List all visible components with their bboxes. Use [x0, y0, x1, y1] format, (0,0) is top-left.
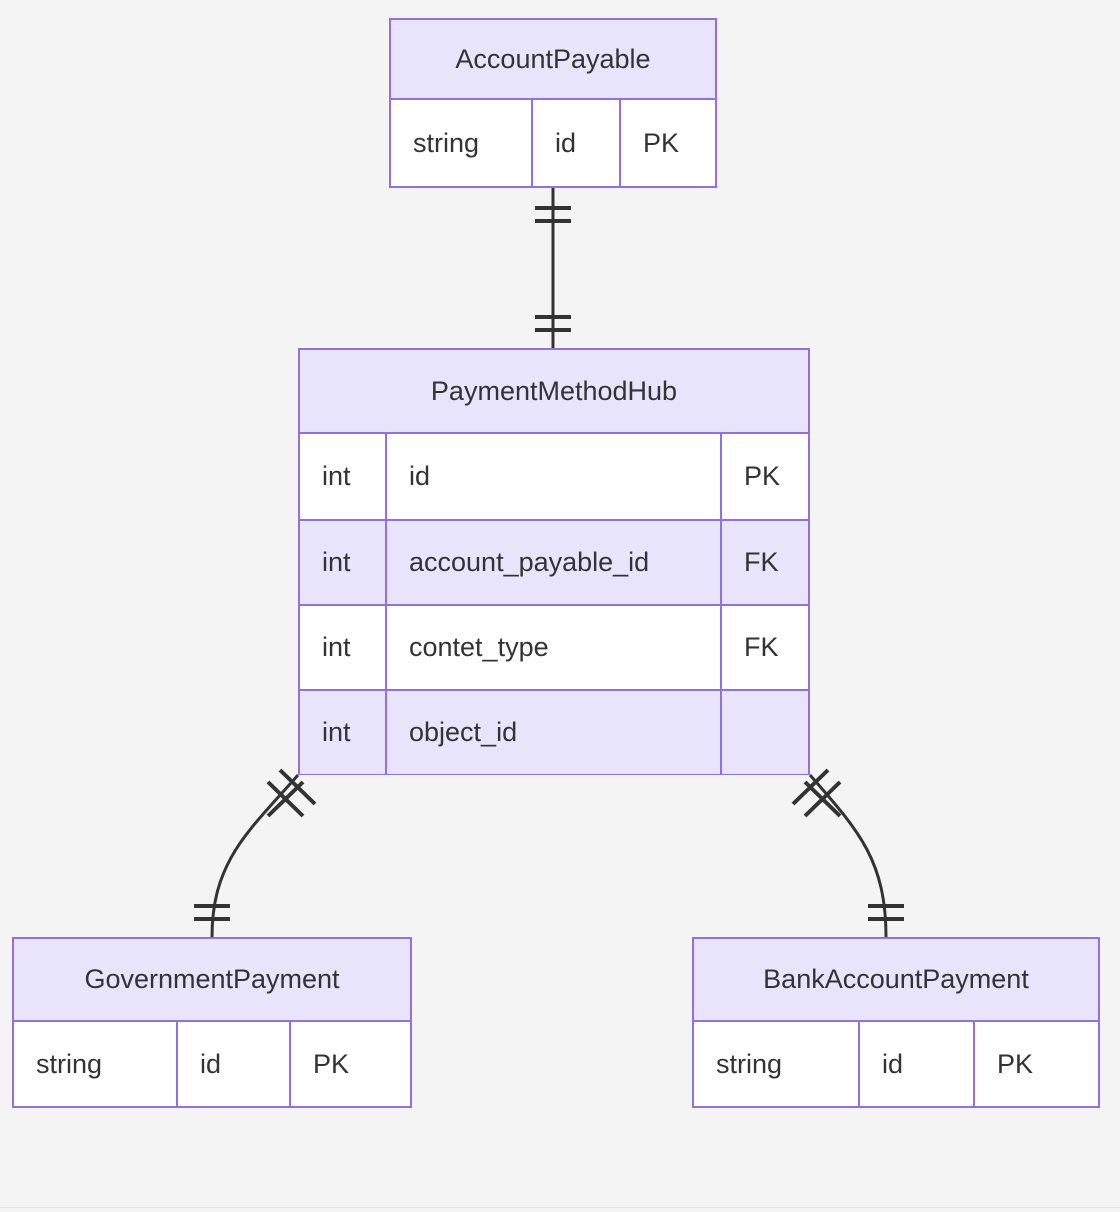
attribute-key: PK: [313, 1048, 350, 1079]
attribute-row: int object_id: [300, 689, 808, 774]
attribute-name: id: [860, 1022, 975, 1106]
entity-government-payment[interactable]: GovernmentPayment string id PK: [12, 937, 412, 1108]
attribute-type: int: [300, 691, 387, 774]
cardinality-slash: [266, 780, 305, 818]
attribute-type: int: [300, 606, 387, 689]
attribute-type: string: [391, 100, 533, 186]
attribute-name: account_payable_id: [387, 521, 722, 604]
attribute-row: int id PK: [300, 434, 808, 519]
attribute-type: string: [694, 1022, 860, 1106]
attribute-key: PK: [744, 461, 781, 491]
entity-title: PaymentMethodHub: [300, 350, 808, 434]
attribute-type: string: [14, 1022, 178, 1106]
attribute-key: FK: [744, 547, 779, 577]
attribute-name: id: [178, 1022, 291, 1106]
attribute-row: int account_payable_id FK: [300, 519, 808, 604]
attribute-type: int: [300, 521, 387, 604]
relationship-paymentmethodhub-bankaccountpayment: [791, 768, 904, 938]
attribute-name: id: [387, 434, 722, 519]
bottom-divider: [0, 1207, 1120, 1208]
cardinality-slash: [791, 768, 830, 806]
entity-title: BankAccountPayment: [694, 939, 1098, 1022]
entity-bank-account-payment[interactable]: BankAccountPayment string id PK: [692, 937, 1100, 1108]
entity-title: GovernmentPayment: [14, 939, 410, 1022]
attribute-key: [722, 691, 808, 774]
relationship-line: [210, 774, 300, 938]
attribute-name: object_id: [387, 691, 722, 774]
attribute-key: PK: [997, 1048, 1034, 1079]
attribute-row: string id PK: [391, 100, 715, 186]
relationship-paymentmethodhub-governmentpayment: [194, 768, 317, 938]
relationship-accountpayable-paymentmethodhub: [535, 188, 571, 348]
attribute-row: int contet_type FK: [300, 604, 808, 689]
cardinality-slash: [803, 780, 842, 818]
cardinality-slash: [803, 780, 842, 818]
attribute-type: int: [300, 434, 387, 519]
entity-title: AccountPayable: [391, 20, 715, 100]
attribute-name: id: [533, 100, 621, 186]
attribute-row: string id PK: [694, 1022, 1098, 1106]
entity-account-payable[interactable]: AccountPayable string id PK: [389, 18, 717, 188]
attribute-key: PK: [643, 127, 680, 158]
attribute-key: FK: [744, 632, 779, 662]
attribute-name: contet_type: [387, 606, 722, 689]
cardinality-slash: [278, 768, 317, 806]
entity-payment-method-hub[interactable]: PaymentMethodHub int id PK int account_p…: [298, 348, 810, 775]
relationship-line: [808, 774, 888, 938]
cardinality-slash: [266, 780, 305, 818]
attribute-row: string id PK: [14, 1022, 410, 1106]
